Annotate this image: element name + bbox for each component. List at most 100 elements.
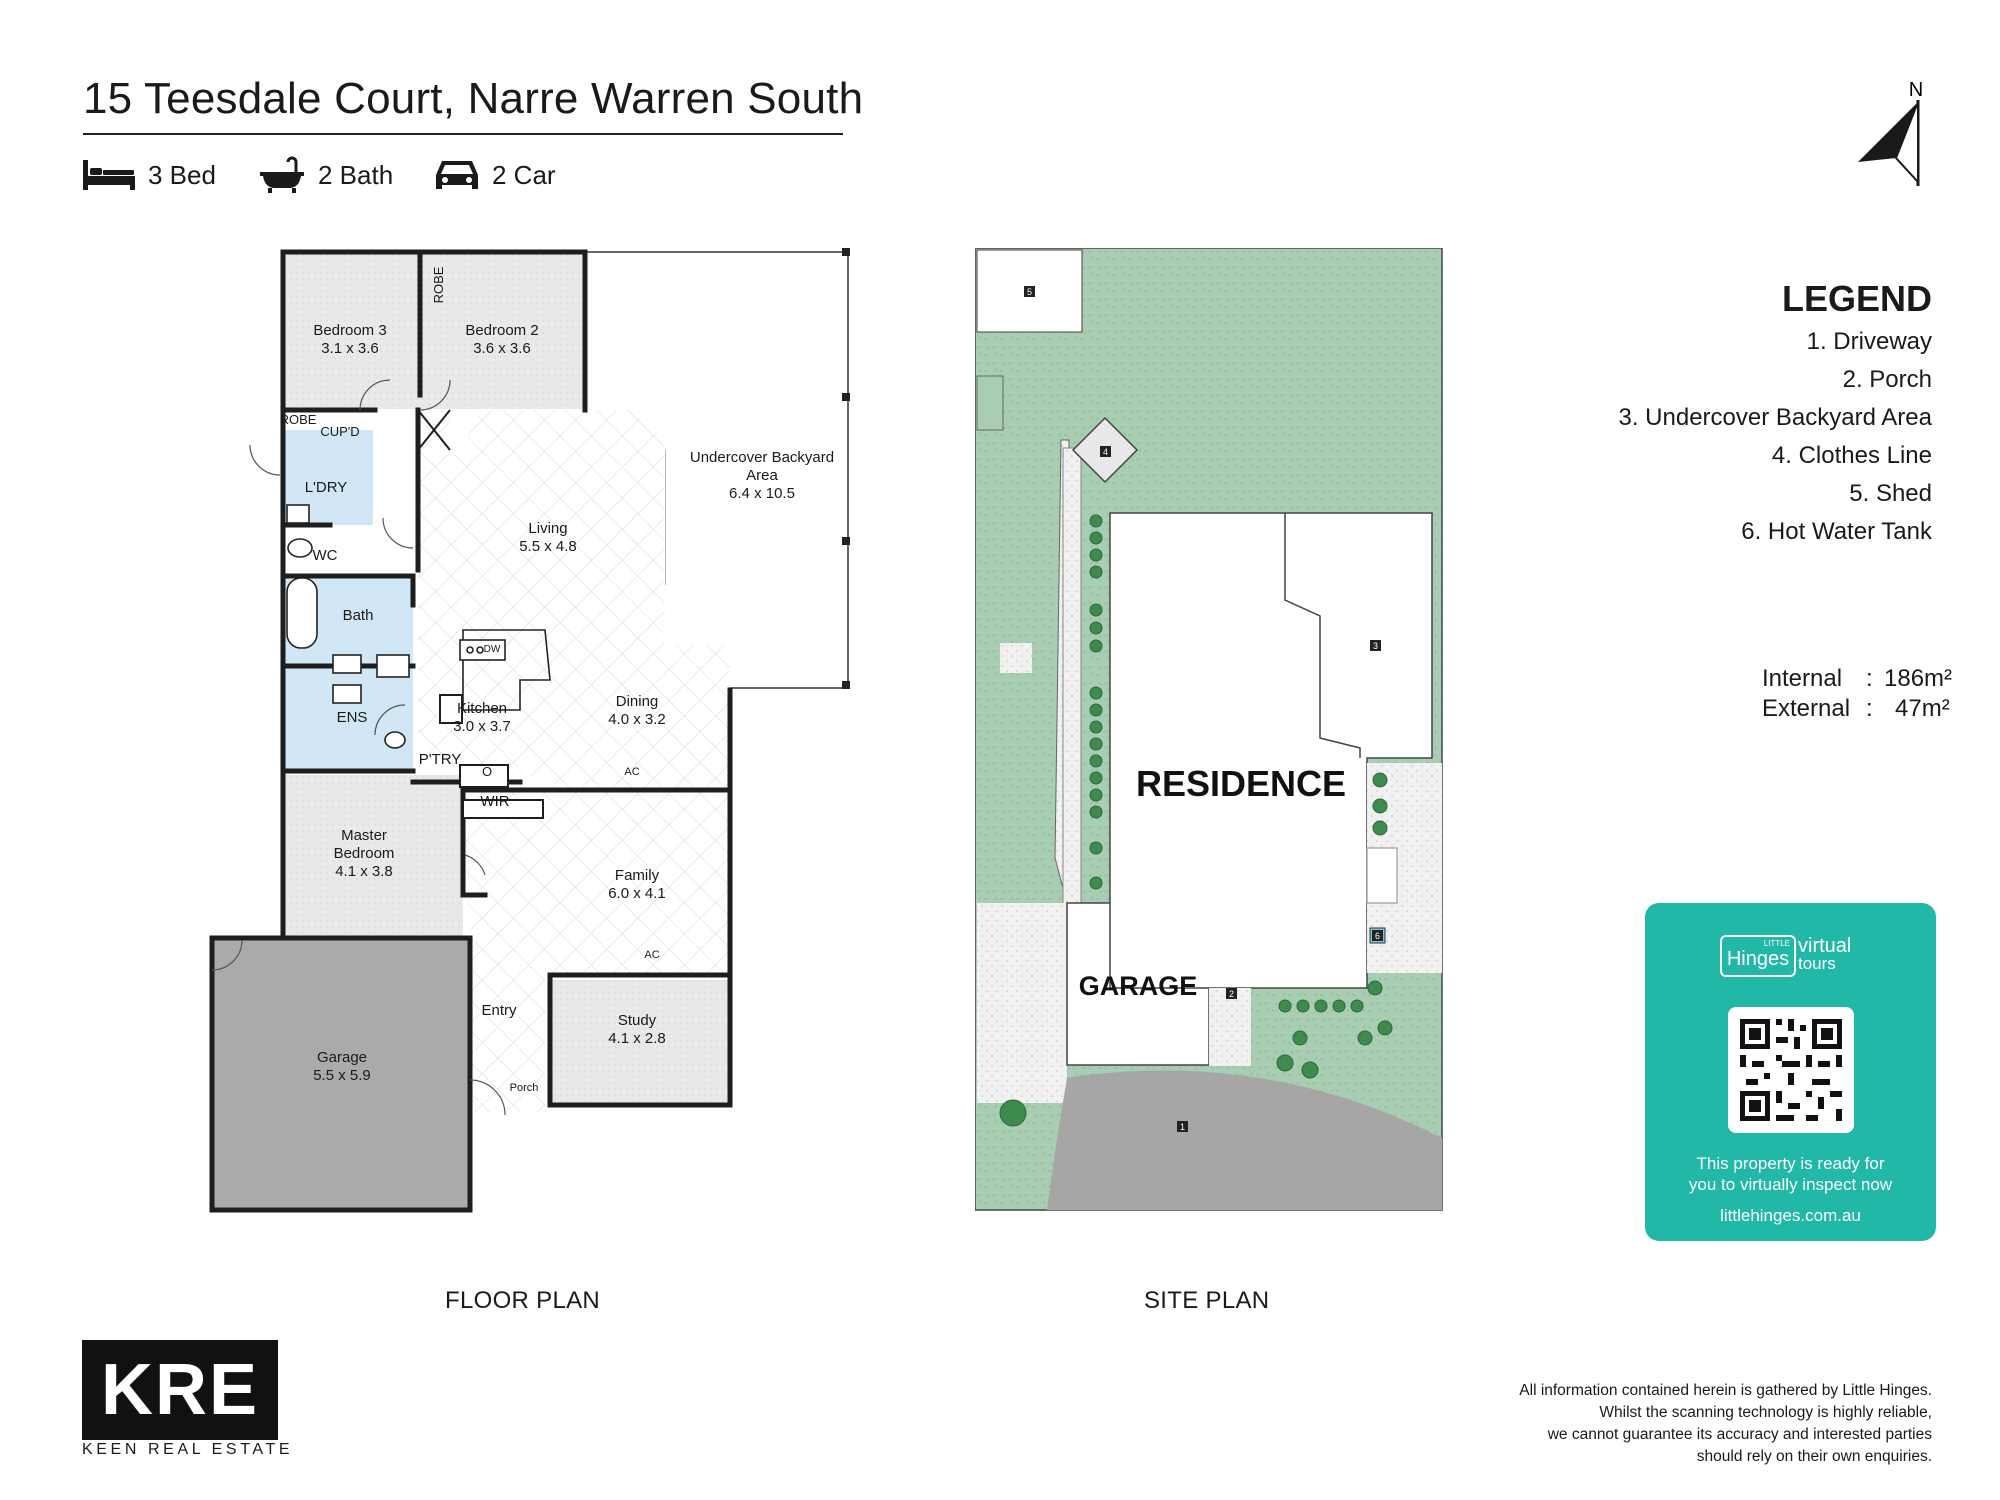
- room-name: Area: [746, 467, 778, 484]
- ensuite-floor: [283, 666, 413, 771]
- virtual-tour-message: This property is ready for you to virtua…: [1645, 1153, 1936, 1195]
- site-garage-label: GARAGE: [1079, 971, 1198, 1001]
- bed-count-label: 3 Bed: [148, 159, 216, 190]
- room-name: Undercover Backyard: [690, 449, 834, 466]
- bath-count-label: 2 Bath: [318, 159, 394, 190]
- marker-hot-water-tank: 6: [1375, 931, 1380, 941]
- bed-icon: [83, 160, 135, 190]
- room-name: Master: [341, 827, 387, 844]
- driveway: [1047, 1070, 1442, 1210]
- robe-label: ROBE: [431, 266, 446, 303]
- legend-item: 3. Undercover Backyard Area: [1618, 404, 1933, 431]
- marker-shed: 5: [1027, 287, 1032, 297]
- room-dims: 4.1 x 3.8: [335, 863, 393, 880]
- little-hinges-logo: LITTLE Hinges: [1720, 935, 1796, 977]
- virtual-tour-url[interactable]: littlehinges.com.au: [1720, 1206, 1861, 1225]
- product-line2: tours: [1798, 954, 1836, 973]
- room-name: Kitchen: [457, 700, 507, 717]
- room-name: Bedroom 3: [313, 322, 386, 339]
- car-count: 2 Car: [434, 155, 556, 195]
- cupboard-label: CUP'D: [320, 424, 359, 439]
- room-dims: 4.1 x 2.8: [608, 1030, 666, 1047]
- north-compass: N: [1840, 78, 1930, 195]
- room-dims: 5.5 x 5.9: [313, 1067, 371, 1084]
- kre-logo: KRE: [82, 1340, 278, 1440]
- marker-driveway: 1: [1180, 1122, 1185, 1132]
- internal-area-sep: :: [1866, 665, 1873, 692]
- legend-heading: LEGEND: [1781, 278, 1932, 319]
- room-name: Bedroom: [334, 845, 395, 862]
- dishwasher-label: DW: [484, 644, 501, 655]
- laundry-label: L'DRY: [305, 479, 348, 496]
- bedrooms-floor: [283, 252, 583, 409]
- ac-label: AC: [624, 766, 639, 778]
- legend-item: 2. Porch: [1842, 366, 1932, 393]
- legend-item: 6. Hot Water Tank: [1741, 518, 1932, 545]
- kre-logo-text: KRE: [100, 1350, 259, 1430]
- study-floor: [550, 980, 730, 1105]
- disclaimer-line: Whilst the scanning technology is highly…: [1599, 1404, 1932, 1421]
- internal-area-label: Internal: [1762, 665, 1843, 692]
- disclaimer-line: we cannot guarantee its accuracy and int…: [1547, 1426, 1932, 1443]
- disclaimer: All information contained herein is gath…: [1372, 1380, 1932, 1468]
- qr-code[interactable]: [1728, 1007, 1854, 1133]
- legend-item: 5. Shed: [1849, 480, 1932, 507]
- virtual-tour-card[interactable]: LITTLE Hinges virtual tours This propert…: [1645, 903, 1936, 1241]
- room-name: Garage: [317, 1049, 367, 1066]
- room-dims: 6.4 x 10.5: [729, 485, 795, 502]
- robe-label: ROBE: [280, 412, 317, 427]
- marker-backyard: 3: [1373, 641, 1378, 651]
- master-bedroom-floor: [283, 775, 463, 937]
- room-dims: 3.0 x 3.7: [453, 718, 511, 735]
- brand-label: Hinges: [1726, 948, 1790, 970]
- external-area-sep: :: [1866, 695, 1873, 722]
- external-area-value: 47m²: [1895, 695, 1950, 722]
- car-count-label: 2 Car: [492, 159, 556, 190]
- room-name: Bedroom 2: [465, 322, 538, 339]
- agency-name: KEEN REAL ESTATE: [82, 1441, 294, 1458]
- room-dims: 4.0 x 3.2: [608, 711, 666, 728]
- marker-clothes-line: 4: [1103, 447, 1108, 457]
- room-name: Study: [618, 1012, 657, 1029]
- floor-plan: Bedroom 3 3.1 x 3.6 Bedroom 2 3.6 x 3.6 …: [209, 248, 850, 1213]
- property-address-title: 15 Teesdale Court, Narre Warren South: [83, 74, 864, 123]
- oven-label: O: [482, 764, 492, 779]
- legend-item: 1. Driveway: [1806, 328, 1932, 355]
- bath-count: 2 Bath: [258, 155, 393, 195]
- floor-plan-caption: FLOOR PLAN: [445, 1287, 601, 1314]
- marker-porch: 2: [1229, 989, 1234, 999]
- room-name: Family: [615, 867, 660, 884]
- wir-label: WIR: [480, 793, 509, 810]
- external-area-label: External: [1762, 695, 1851, 722]
- bath-icon: [260, 156, 304, 193]
- room-dims: 3.6 x 3.6: [473, 340, 531, 357]
- virtual-tour-line2: you to virtually inspect now: [1688, 1175, 1893, 1194]
- compass-north-label: N: [1909, 79, 1923, 101]
- virtual-tour-line1: This property is ready for: [1696, 1154, 1885, 1173]
- legend-item: 4. Clothes Line: [1771, 442, 1932, 469]
- disclaimer-line: All information contained herein is gath…: [1519, 1382, 1932, 1399]
- room-name: Dining: [616, 693, 659, 710]
- garage-floor: [212, 938, 470, 1208]
- residence-footprint: [1109, 512, 1433, 989]
- room-dims: 3.1 x 3.6: [321, 340, 379, 357]
- qr-code-icon: [1740, 1019, 1842, 1121]
- ensuite-label: ENS: [337, 709, 368, 726]
- room-dims: 5.5 x 4.8: [519, 538, 577, 555]
- porch: [1209, 988, 1251, 1066]
- entry-floor: [470, 950, 545, 1112]
- internal-area-value: 186m²: [1884, 665, 1953, 692]
- residence-label: RESIDENCE: [1136, 763, 1346, 804]
- site-plan-caption: SITE PLAN: [1144, 1287, 1270, 1314]
- north-arrow-icon: N: [1858, 79, 1923, 186]
- brand-small-label: LITTLE: [1763, 939, 1790, 948]
- title-divider: [83, 133, 843, 135]
- pantry-label: P'TRY: [419, 751, 462, 768]
- gravel-area: [977, 903, 1067, 1103]
- porch-label: Porch: [510, 1082, 539, 1094]
- room-dims: 6.0 x 4.1: [608, 885, 666, 902]
- product-line1: virtual: [1798, 935, 1852, 957]
- entry-label: Entry: [481, 1002, 517, 1019]
- car-icon: [436, 161, 478, 189]
- bath-label: Bath: [343, 607, 374, 624]
